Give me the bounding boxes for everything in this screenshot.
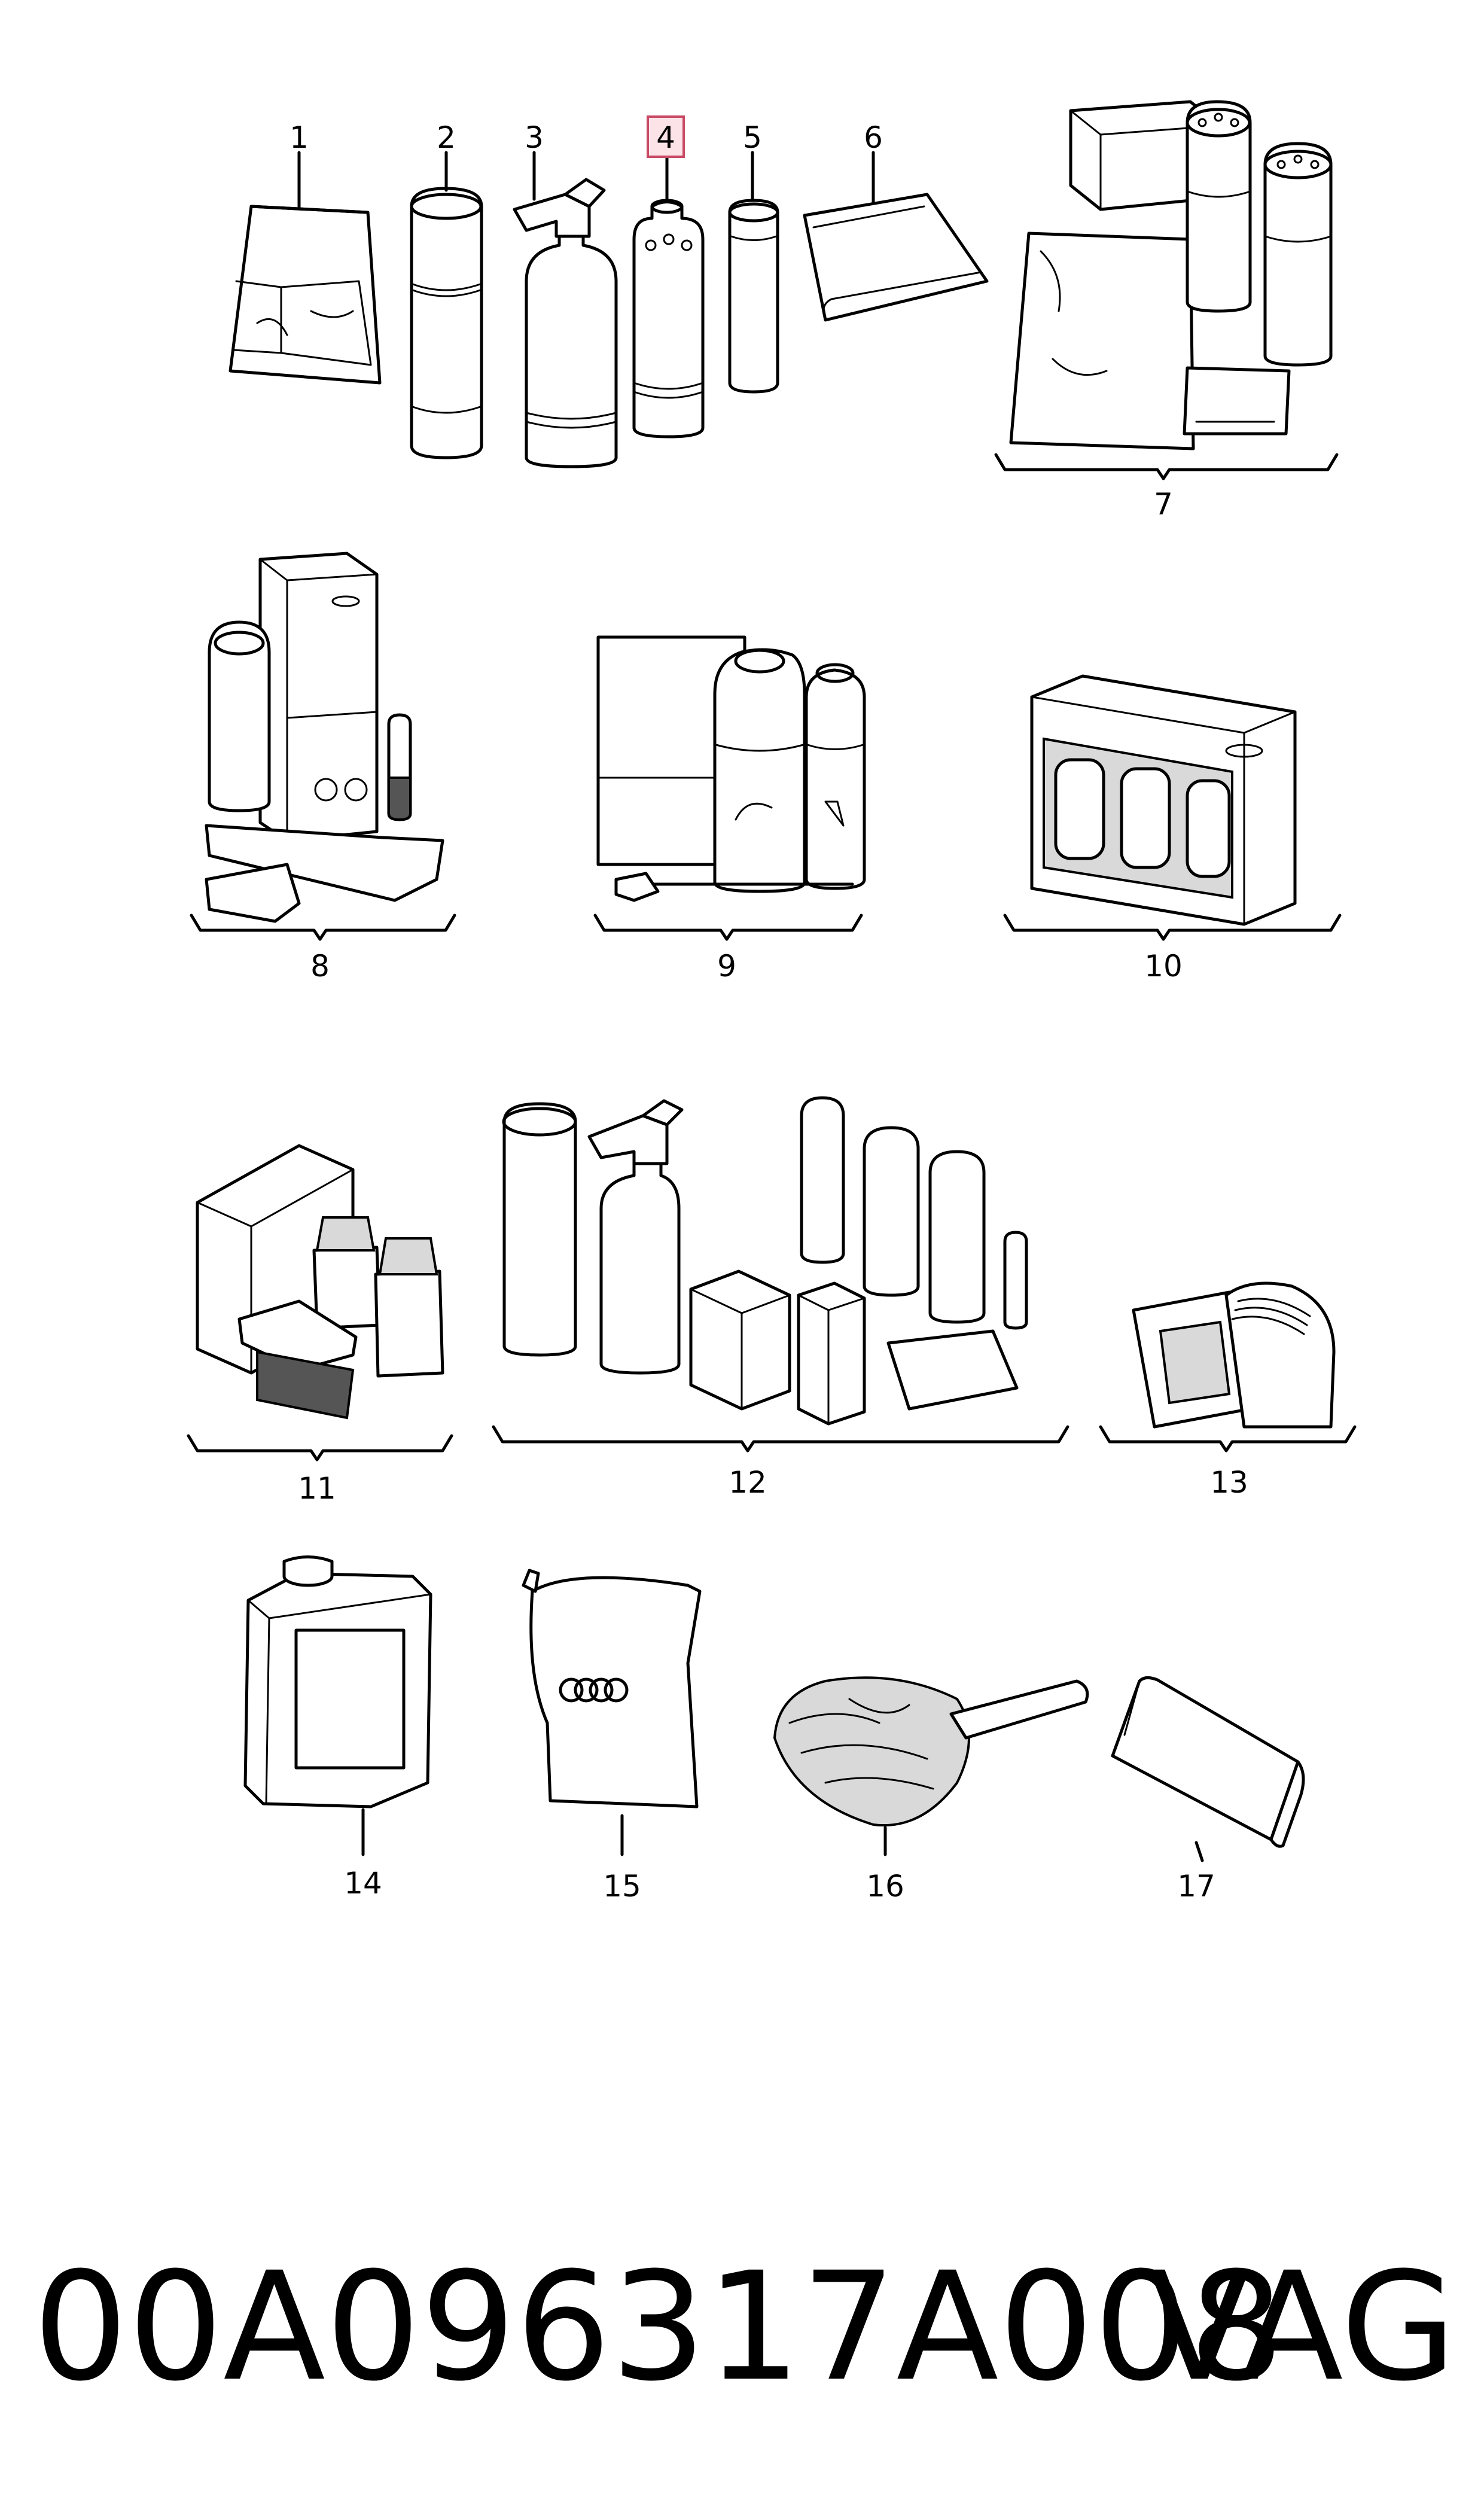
item-7-kit-drawing [1009, 100, 1333, 450]
item-17-leader [1194, 1841, 1204, 1862]
item-14-canister-drawing [243, 1555, 432, 1808]
callout-7[interactable]: 7 [1154, 487, 1173, 522]
item-1-bag-drawing [228, 205, 382, 385]
item-13-bracket [1099, 1425, 1357, 1453]
item-11-bracket [187, 1434, 453, 1462]
item-4-highlight-box [647, 115, 685, 158]
item-2-can-drawing [410, 187, 483, 459]
item-13-kit-drawing [1132, 1281, 1336, 1429]
item-6-cloth-drawing [803, 193, 989, 322]
item-10-bracket [1003, 914, 1342, 941]
item-4-bottle-drawing [632, 199, 705, 439]
callout-10[interactable]: 10 [1144, 949, 1183, 984]
callout-4[interactable]: 4 [656, 120, 675, 155]
brand-name: VAG [1148, 2240, 1456, 2414]
callout-8[interactable]: 8 [310, 949, 330, 984]
callout-5[interactable]: 5 [743, 120, 762, 155]
item-9-bracket [593, 914, 863, 941]
item-15-pouch-drawing [522, 1569, 702, 1808]
item-9-kit-drawing [596, 635, 866, 902]
callout-17[interactable]: 17 [1177, 1869, 1215, 1904]
callout-13[interactable]: 13 [1210, 1465, 1248, 1500]
callout-11[interactable]: 11 [298, 1471, 336, 1506]
part-number: 00A096317A008 [33, 2240, 1284, 2414]
callout-3[interactable]: 3 [525, 120, 544, 155]
callout-16[interactable]: 16 [866, 1869, 904, 1904]
item-3-spray-bottle-drawing [513, 178, 618, 468]
callout-9[interactable]: 9 [717, 949, 736, 984]
item-5-small-can-drawing [728, 199, 779, 394]
footer: 00A096317A008 VAG [33, 2237, 1456, 2417]
item-7-bracket [994, 453, 1339, 480]
item-16-duster-drawing [773, 1676, 1089, 1827]
item-8-bracket [190, 914, 456, 941]
callout-6[interactable]: 6 [864, 120, 883, 155]
item-8-kit-drawing [205, 552, 444, 923]
item-12-bracket [492, 1425, 1069, 1453]
item-10-box-drawing [1030, 674, 1297, 926]
item-11-kit-drawing [196, 1144, 444, 1420]
callout-12[interactable]: 12 [729, 1465, 767, 1500]
callout-15[interactable]: 15 [603, 1869, 641, 1904]
callout-2[interactable]: 2 [437, 120, 456, 155]
callout-14[interactable]: 14 [344, 1866, 382, 1901]
callout-1[interactable]: 1 [290, 120, 309, 155]
item-17-squeegee-drawing [1111, 1676, 1305, 1848]
item-12-kit-drawing [502, 1096, 1028, 1426]
